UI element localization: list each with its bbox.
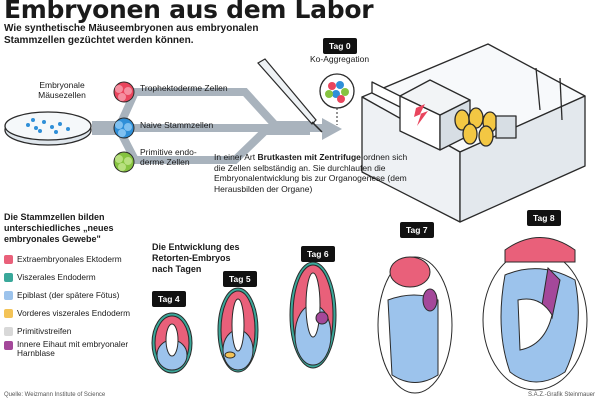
legend-item: Viszerales Endoderm <box>4 268 154 286</box>
legend-item: Extraembryonales Ektoderm <box>4 250 154 268</box>
legend-swatch <box>4 341 13 350</box>
legend-item: Vorderes viszerales Endoderm <box>4 304 154 322</box>
legend-title: Die Stammzellen bilden unterschiedliches… <box>4 212 114 244</box>
credit-note: S.A.Z.-Grafik Steinmauer <box>528 392 596 398</box>
legend-item: Epiblast (der spätere Fötus) <box>4 286 154 304</box>
trophectoderm-cells-icon <box>113 81 135 103</box>
day-badge-6: Tag 6 <box>301 246 335 262</box>
embryo-tag4-icon <box>151 312 193 374</box>
incubator-caption-bold: Brutkasten mit Zentrifuge <box>257 152 361 162</box>
day-badge-4: Tag 4 <box>152 291 186 307</box>
legend-label: Innere Eihaut mit embryonaler Harnblase <box>17 339 129 358</box>
tag0-badge: Tag 0 <box>323 38 357 54</box>
embryo-tag8-icon <box>482 237 588 391</box>
naive-stem-cells-icon <box>113 117 135 139</box>
incubator-caption-pre: In einer Art <box>214 152 258 162</box>
flow-arrowhead <box>322 118 342 140</box>
source-note: Quelle: Weizmann Institute of Science <box>4 392 106 398</box>
legend-label: Viszerales Endoderm <box>17 271 96 282</box>
endoderm-cells-icon <box>113 151 135 173</box>
legend-label: Primitivstreifen <box>17 325 72 336</box>
path-label-trophectoderm: Trophektoderme Zellen <box>140 83 228 93</box>
co-aggregation-icon <box>319 73 355 109</box>
day-badge-5: Tag 5 <box>223 271 257 287</box>
legend-label: Vorderes viszerales Endoderm <box>17 307 130 318</box>
day-badge-8: Tag 8 <box>527 210 561 226</box>
cells-label: Embryonale Mäusezellen <box>38 80 86 100</box>
embryo-tag5-icon <box>217 287 259 373</box>
incubator-icon <box>361 43 586 223</box>
day-badge-7: Tag 7 <box>400 222 434 238</box>
legend-item: Innere Eihaut mit embryonaler Harnblase <box>4 340 154 364</box>
development-title: Die Entwicklung des Retorten-Embryos nac… <box>152 242 240 274</box>
legend-swatch <box>4 290 13 300</box>
legend: Extraembryonales Ektoderm Viszerales End… <box>4 250 154 364</box>
embryo-tag6-icon <box>289 261 337 369</box>
page-title: Embryonen aus dem Labor <box>4 0 374 24</box>
page-subtitle: Wie synthetische Mäuseembryonen aus embr… <box>4 23 259 46</box>
legend-swatch <box>4 308 13 318</box>
tag0-caption: Ko-Aggregation <box>310 54 370 64</box>
legend-item: Primitivstreifen <box>4 322 154 340</box>
legend-label: Epiblast (der spätere Fötus) <box>17 289 120 300</box>
petri-dish-icon <box>4 111 92 146</box>
path-label-endoderm: Primitive endo-derme Zellen <box>140 147 197 167</box>
legend-swatch <box>4 254 13 264</box>
legend-swatch <box>4 272 13 282</box>
legend-swatch <box>4 326 13 336</box>
pipette-icon <box>257 58 323 133</box>
incubator-caption: In einer Art Brutkasten mit Zentrifuge o… <box>214 152 410 194</box>
path-label-naive: Naive Stammzellen <box>140 120 214 130</box>
embryo-tag7-icon <box>377 256 453 394</box>
incubator-caption-post: ordnen sich die Zellen selbständig an. S… <box>214 152 408 194</box>
legend-label: Extraembryonales Ektoderm <box>17 253 122 264</box>
